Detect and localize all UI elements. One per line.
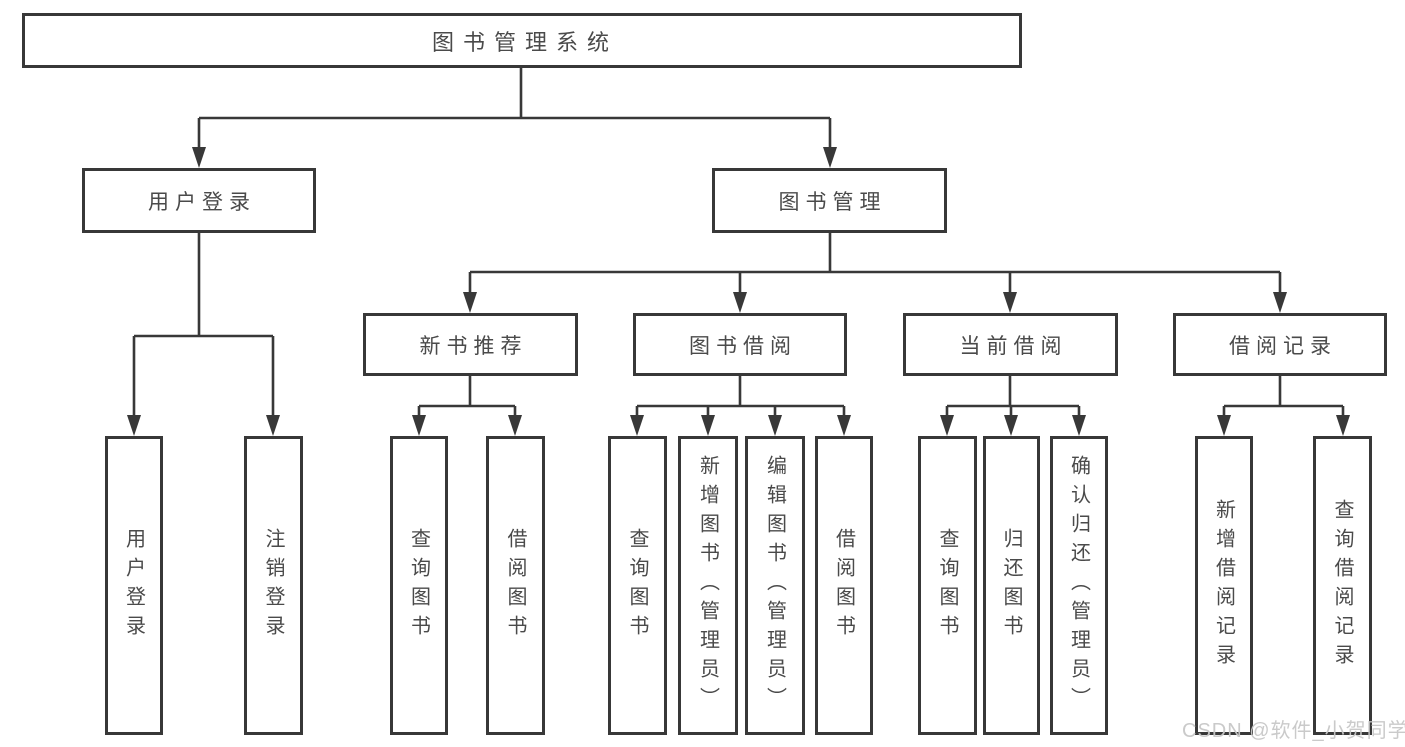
node-library-management-system: 图书管理系统	[22, 13, 1022, 68]
connector-current-borrowing	[945, 376, 1081, 418]
node-book-borrowing: 图书借阅	[633, 313, 847, 376]
connector-user-login	[132, 233, 275, 418]
leaf-borrow-query-books: 查询图书	[608, 436, 667, 735]
leaf-current-query-books: 查询图书	[918, 436, 977, 735]
leaf-user-login: 用户登录	[105, 436, 163, 735]
connector-borrowing-records	[1222, 376, 1345, 418]
arrowheads	[127, 147, 1350, 436]
watermark: CSDN @软件_小贺同学	[1182, 720, 1405, 742]
connector-book-management	[468, 233, 1282, 295]
node-book-management: 图书管理	[712, 168, 947, 233]
leaf-current-return-books: 归还图书	[983, 436, 1040, 735]
leaf-logout: 注销登录	[244, 436, 303, 735]
node-borrowing-records: 借阅记录	[1173, 313, 1387, 376]
connector-root	[197, 68, 832, 150]
leaf-current-confirm-return-admin: 确认归还（管理员）	[1050, 436, 1108, 735]
connector-book-borrowing	[635, 376, 846, 418]
leaf-newbook-borrow-books: 借阅图书	[486, 436, 545, 735]
node-user-login: 用户登录	[82, 168, 316, 233]
node-current-borrowing: 当前借阅	[903, 313, 1118, 376]
leaf-records-query-record: 查询借阅记录	[1313, 436, 1372, 735]
leaf-newbook-query-books: 查询图书	[390, 436, 448, 735]
node-new-book-recommend: 新书推荐	[363, 313, 578, 376]
connector-new-book	[417, 376, 517, 418]
leaf-records-add-record: 新增借阅记录	[1195, 436, 1253, 735]
leaf-borrow-borrow-books: 借阅图书	[815, 436, 873, 735]
leaf-borrow-add-books-admin: 新增图书（管理员）	[678, 436, 738, 735]
leaf-borrow-edit-books-admin: 编辑图书（管理员）	[745, 436, 805, 735]
